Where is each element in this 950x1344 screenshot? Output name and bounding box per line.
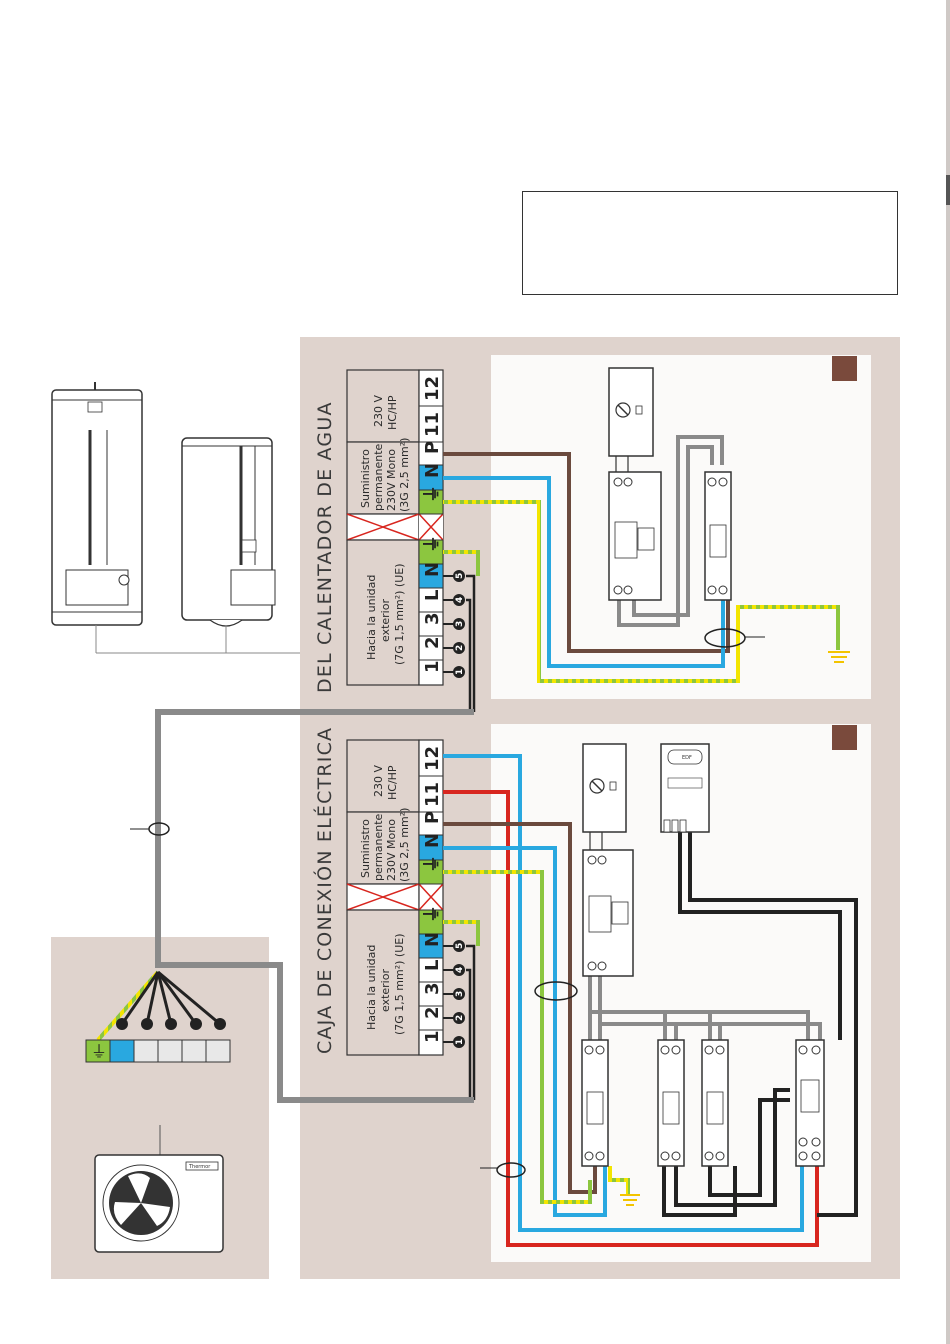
term-l-b: L — [422, 960, 443, 971]
cable-ring-3 — [534, 981, 578, 1001]
term-11: 11 — [422, 412, 443, 437]
terminal-dots-lower: 5 4 3 2 1 — [443, 940, 465, 1048]
dot-5: 5 — [455, 573, 465, 579]
term-n-2: N — [422, 463, 443, 478]
term-11-b: 11 — [422, 782, 443, 807]
term-p: P — [422, 441, 443, 454]
term-n: N — [422, 562, 443, 577]
meter-label: EDF — [682, 755, 692, 761]
term-2: 2 — [422, 636, 443, 649]
term-1: 1 — [422, 660, 443, 673]
outdoor-brand: Thermor — [188, 1164, 211, 1170]
terminal-dots-upper: 5 4 3 2 1 — [443, 570, 465, 678]
upper-isolator — [608, 367, 654, 472]
term-3-b: 3 — [422, 982, 443, 995]
title-lower: CAJA DE CONEXIÓN ELÉCTRICA — [312, 727, 336, 1054]
title-upper: DEL CALENTADOR DE AGUA — [314, 401, 336, 693]
term-earth: ⏚ — [422, 535, 443, 553]
label-hchp: HC/HP — [386, 395, 399, 430]
lower-differential — [582, 849, 634, 977]
upper-differential — [608, 471, 662, 601]
label-230v-b: 230 V — [372, 765, 385, 797]
label-hacia-b: Hacia la unidad — [365, 945, 378, 1030]
breaker-1 — [581, 1039, 609, 1167]
dot-1-b: 1 — [455, 1039, 465, 1045]
water-heater-tall — [51, 382, 143, 653]
label-permanente: permanente — [372, 443, 385, 511]
upper-marker — [832, 356, 857, 381]
dot-3: 3 — [455, 621, 465, 627]
term-p-b: P — [422, 811, 443, 824]
term-12-b: 12 — [422, 746, 443, 771]
dot-4-b: 4 — [455, 967, 465, 973]
dot-2-b: 2 — [455, 1015, 465, 1021]
label-7g: (7G 1,5 mm²) (UE) — [393, 563, 406, 665]
breaker-2 — [657, 1039, 685, 1167]
upper-breaker — [704, 471, 732, 601]
earth-symbol-lower — [620, 1194, 640, 1206]
term-2-b: 2 — [422, 1006, 443, 1019]
terminal-block-upper: 1 2 3 L N ⏚ ⏚ N P 11 12 230 V HC/HP Sumi… — [346, 369, 444, 686]
terminal-block-lower: 1 2 3 L N ⏚ ⏚ N P 11 12 230 V HC/HP Sumi… — [346, 739, 444, 1056]
label-suministro-b: Suministro — [359, 819, 372, 878]
lower-isolator — [582, 743, 627, 850]
outdoor-fan-dots — [116, 1018, 226, 1030]
label-230v: 230 V — [372, 395, 385, 427]
dot-wires — [466, 574, 476, 1100]
dot-5-b: 5 — [455, 943, 465, 949]
outdoor-terminal-strip: ⏚ — [85, 1039, 231, 1063]
label-exterior-b: exterior — [379, 969, 392, 1012]
label-230v-mono: 230V Mono — [385, 449, 398, 511]
upper-wiring-panel — [491, 355, 871, 699]
label-permanente-b: permanente — [372, 813, 385, 881]
breaker-3 — [701, 1039, 729, 1167]
dot-2: 2 — [455, 645, 465, 651]
term-n-b: N — [422, 932, 443, 947]
upper-wires — [443, 435, 840, 683]
svg-text:⏚: ⏚ — [91, 1042, 107, 1061]
note-box — [522, 191, 898, 295]
term-1-b: 1 — [422, 1030, 443, 1043]
term-n-2-b: N — [422, 833, 443, 848]
term-earth-b: ⏚ — [422, 905, 443, 923]
dot-4: 4 — [455, 597, 465, 603]
lower-marker — [832, 725, 857, 750]
dot-1: 1 — [455, 669, 465, 675]
term-12: 12 — [422, 376, 443, 401]
grey-cable — [155, 709, 474, 1103]
outdoor-fan — [96, 970, 221, 1042]
water-heater-short — [181, 437, 276, 653]
term-earth-2: ⏚ — [422, 485, 443, 503]
edf-meter: EDF — [660, 743, 710, 833]
cable-ring-2 — [704, 628, 746, 648]
contactor — [795, 1039, 825, 1167]
outdoor-unit: Thermor — [94, 1125, 224, 1253]
label-hacia: Hacia la unidad — [365, 575, 378, 660]
dot-3-b: 3 — [455, 991, 465, 997]
label-exterior: exterior — [379, 599, 392, 642]
cable-ring-4 — [496, 1162, 526, 1178]
lower-wires — [443, 754, 858, 1247]
label-suministro: Suministro — [359, 449, 372, 508]
earth-symbol-upper — [828, 651, 850, 663]
label-230v-mono-b: 230V Mono — [385, 819, 398, 881]
term-3: 3 — [422, 612, 443, 625]
label-3g: (3G 2,5 mm²) — [398, 438, 411, 512]
label-7g-b: (7G 1,5 mm²) (UE) — [393, 933, 406, 1035]
label-hchp-b: HC/HP — [386, 765, 399, 800]
term-earth-2-b: ⏚ — [422, 855, 443, 873]
label-3g-b: (3G 2,5 mm²) — [398, 808, 411, 882]
term-l: L — [422, 590, 443, 601]
